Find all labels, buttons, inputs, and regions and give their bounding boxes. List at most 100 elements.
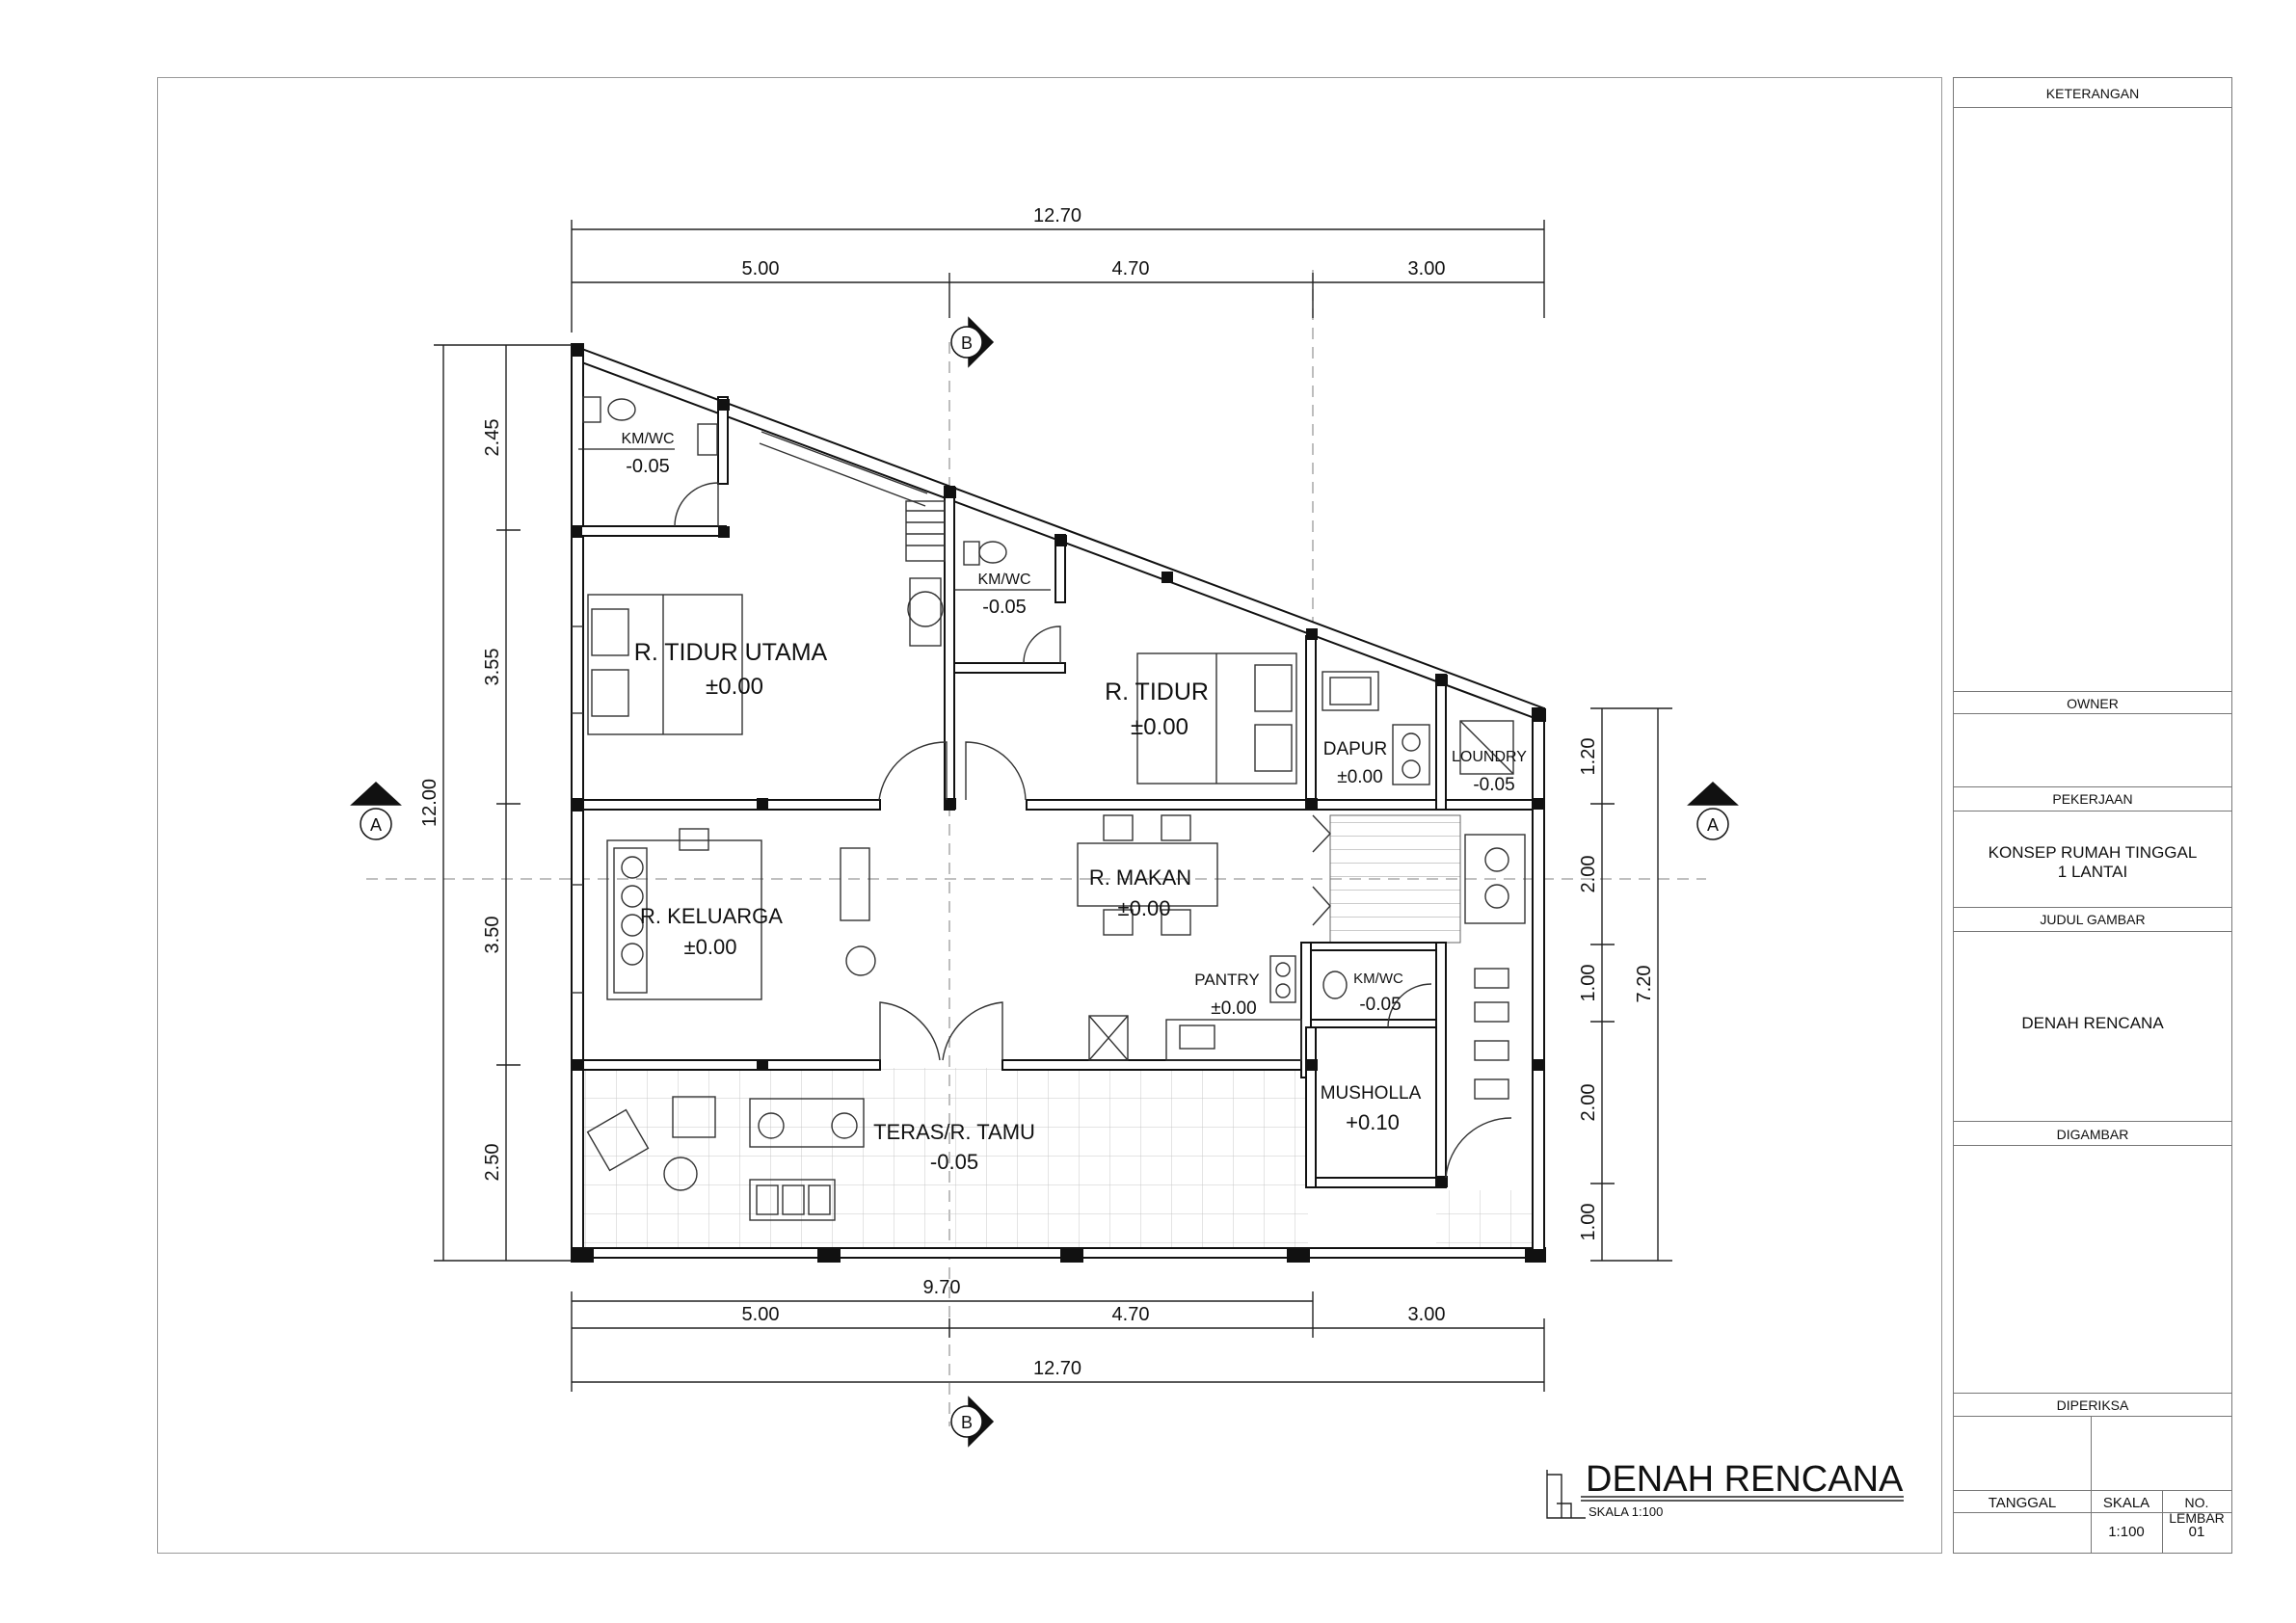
- terrace-tile-floor: [578, 1068, 1308, 1256]
- dim-left-seg-4: 2.50: [482, 1144, 503, 1182]
- kitchen-bottom-wall: [1305, 799, 1442, 811]
- master-door: [878, 741, 948, 801]
- pantry-counter: [1165, 1019, 1302, 1061]
- room-name-family-room: R. KELUARGA: [640, 904, 783, 928]
- wc3-bottom-wall: [1305, 1019, 1442, 1028]
- tb-divider: [1954, 1145, 2231, 1146]
- tb-divider: [1954, 1416, 2231, 1417]
- pekerjaan-label: PEKERJAAN: [2052, 791, 2133, 807]
- wood-deck: [1329, 814, 1461, 944]
- dim-right-seg-2: 2.00: [1578, 856, 1599, 893]
- room-level-master-bedroom: ±0.00: [706, 674, 763, 700]
- judul-gambar-value: DENAH RENCANA: [2021, 1014, 2164, 1032]
- room-name-master-bedroom: R. TIDUR UTAMA: [634, 639, 828, 666]
- section-markers: [350, 316, 1739, 1448]
- tb-divider: [1954, 786, 2231, 787]
- walls: [571, 343, 1546, 1262]
- terrace-sofa: [749, 1098, 865, 1148]
- dim-top-seg-1: 5.00: [742, 258, 780, 279]
- dim-right-seg-1: 1.20: [1578, 738, 1599, 776]
- master-family-wall: [571, 799, 881, 811]
- wc1-bottom-wall: [571, 525, 727, 537]
- dim-left-seg-1: 2.45: [482, 419, 503, 457]
- tb-divider: [1954, 107, 2231, 108]
- terrace-side-table: [663, 1157, 698, 1191]
- tb-divider: [1954, 713, 2231, 714]
- room-level-pantry: ±0.00: [1211, 998, 1256, 1019]
- room-level-wc2: -0.05: [982, 597, 1027, 618]
- room-name-laundry: LOUNDRY: [1452, 749, 1527, 765]
- tb-divider: [1954, 1393, 2231, 1394]
- drawing-title: DENAH RENCANA SKALA 1:100: [1546, 1459, 1904, 1519]
- musholla-left-wall: [1305, 1026, 1317, 1188]
- kitchen-sink: [1322, 671, 1379, 711]
- room-level-bedroom: ±0.00: [1131, 714, 1188, 740]
- tb-col-divider: [2091, 1416, 2092, 1553]
- tb-divider: [1954, 931, 2231, 932]
- wc3-toilet: [1322, 971, 1348, 999]
- bottom-wall: [571, 1247, 1546, 1259]
- dim-left-seg-2: 3.55: [482, 649, 503, 686]
- room-name-musholla: MUSHOLLA: [1321, 1083, 1422, 1104]
- musholla-door: [1445, 1117, 1512, 1179]
- terrace-armchair-1: [586, 1108, 650, 1172]
- section-label-a-right: A: [1707, 815, 1719, 835]
- section-label-a-left: A: [370, 815, 382, 835]
- bedroom-bottom-wall: [1026, 799, 1307, 811]
- owner-label: OWNER: [2067, 696, 2119, 711]
- tanggal-label: TANGGAL: [1988, 1495, 2057, 1511]
- dining-table: [1077, 842, 1218, 907]
- room-name-wc2: KM/WC: [977, 572, 1030, 588]
- room-level-terrace: -0.05: [930, 1150, 978, 1174]
- project-name-line2: 1 LANTAI: [2057, 863, 2128, 881]
- wc1-right-wall: [717, 396, 729, 485]
- right-wall: [1532, 707, 1545, 1262]
- room-name-bedroom: R. TIDUR: [1105, 678, 1209, 705]
- family-rug: [606, 839, 762, 1000]
- bedroom-door: [965, 741, 1027, 801]
- wc1-door: [674, 482, 719, 527]
- laundry-machine: [1459, 720, 1514, 775]
- stove: [1392, 724, 1430, 785]
- dim-left-seg-3: 3.50: [482, 917, 503, 954]
- wc2-door: [1023, 625, 1061, 664]
- main-door-left: [879, 1001, 941, 1061]
- room-level-wc1: -0.05: [626, 456, 670, 477]
- dim-bottom-total: 12.70: [1033, 1358, 1081, 1379]
- terrace-tile-floor-right: [1436, 1190, 1542, 1256]
- dim-top-total: 12.70: [1033, 205, 1081, 226]
- room-level-kitchen: ±0.00: [1337, 767, 1382, 787]
- room-level-dining: ±0.00: [1118, 896, 1171, 920]
- keterangan-label: KETERANGAN: [2045, 86, 2140, 101]
- room-name-pantry: PANTRY: [1194, 971, 1259, 989]
- dim-top-seg-2: 4.70: [1112, 258, 1150, 279]
- room-level-musholla: +0.10: [1346, 1110, 1400, 1134]
- section-label-b-top: B: [961, 333, 973, 353]
- wc2-toilet: [978, 541, 1007, 564]
- judul-gambar-label: JUDUL GAMBAR: [2040, 912, 2146, 927]
- master-bed: [587, 594, 743, 735]
- room-name-dining: R. MAKAN: [1089, 865, 1191, 890]
- wc3-top-wall: [1305, 942, 1442, 951]
- dim-bottom-seg-2: 4.70: [1112, 1304, 1150, 1325]
- skala-value: 1:100: [2108, 1524, 2145, 1540]
- dim-right-total: 7.20: [1634, 966, 1655, 1003]
- kitchen-left-wall: [1305, 635, 1317, 811]
- musholla-right-wall: [1435, 942, 1447, 1188]
- laundry-bottom-wall: [1440, 799, 1534, 811]
- room-name-terrace: TERAS/R. TAMU: [873, 1120, 1035, 1144]
- pantry-stove: [1269, 955, 1296, 1003]
- wc2-bottom-wall: [948, 662, 1066, 674]
- tb-divider: [1954, 1490, 2231, 1491]
- tb-divider: [1954, 1121, 2231, 1122]
- room-level-family-room: ±0.00: [684, 935, 737, 959]
- drawing-frame: [157, 77, 1942, 1554]
- dim-left-total: 12.00: [419, 779, 441, 827]
- tb-divider: [1954, 1512, 2231, 1513]
- stairs: [759, 431, 946, 562]
- dim-right-seg-3: 1.00: [1578, 965, 1599, 1002]
- drawing-scale-text: SKALA 1:100: [1589, 1504, 1663, 1519]
- tv-cabinet: [840, 847, 870, 921]
- title-block: KETERANGAN OWNER PEKERJAAN KONSEP RUMAH …: [1953, 77, 2232, 1554]
